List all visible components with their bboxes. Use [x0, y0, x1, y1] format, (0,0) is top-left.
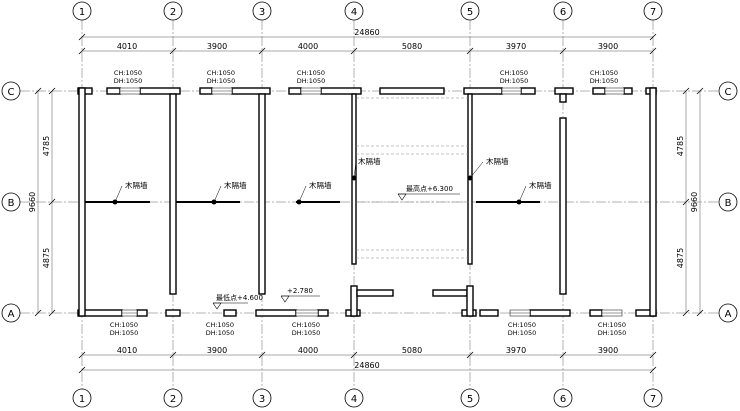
window-ch-tag: CH:1050	[598, 321, 626, 329]
window-dh-tag: DH:1050	[590, 77, 619, 85]
dimension-lines	[34, 33, 704, 374]
window-dh-tag: DH:1050	[206, 329, 235, 337]
grid-bubble-label: 1	[79, 7, 85, 18]
partition-note: 木隔墙	[309, 180, 332, 190]
window-dh-tag: DH:1050	[114, 77, 143, 85]
grid-bubbles-right: C B A	[718, 81, 738, 323]
grid-bubble-label: A	[8, 309, 15, 320]
grid-bubbles-left: C B A	[1, 81, 21, 323]
elevation-lowest: 最低点+4.600	[216, 293, 263, 302]
right-dim-span: 4785	[676, 136, 685, 156]
grid-bubbles-top: 1 2 3 4 5 6 7	[72, 1, 663, 21]
grid-bubble-label: 6	[560, 7, 566, 18]
grid-bubble-label: 5	[467, 394, 473, 405]
central-hall-beams	[356, 97, 468, 259]
bottom-dim-total: 24860	[354, 361, 379, 370]
top-dim-total: 24860	[354, 28, 379, 37]
grid-bubble-label: 6	[560, 394, 566, 405]
right-dim-total: 9660	[690, 192, 699, 212]
window-dh-tag: DH:1050	[598, 329, 627, 337]
grid-bubble-label: 7	[650, 394, 656, 405]
grid-bubble-label: B	[725, 198, 732, 209]
grid-bubble-label: C	[725, 87, 732, 98]
window-ch-tag: CH:1050	[114, 69, 142, 77]
window-ch-tag: CH:1050	[500, 69, 528, 77]
grid-bubble-label: 3	[259, 394, 265, 405]
bottom-dim-span: 4000	[298, 346, 318, 355]
grid-bubble-label: 1	[79, 394, 85, 405]
bottom-dim-span: 3970	[506, 346, 526, 355]
partition-note: 木隔墙	[529, 180, 552, 190]
grid-bubble-label: 3	[259, 7, 265, 18]
top-dimension-texts: 24860 4010 3900 4000 5080 3970 3900	[117, 28, 618, 51]
partition-note: 木隔墙	[125, 180, 148, 190]
window-dh-tag: DH:1050	[508, 329, 537, 337]
window-dh-tag: DH:1050	[110, 329, 139, 337]
partition-note: 木隔墙	[358, 156, 381, 166]
grid-bubble-label: C	[8, 87, 15, 98]
grid-bubbles-bottom: 1 2 3 4 5 6 7	[72, 388, 663, 408]
window-ch-tag: CH:1050	[110, 321, 138, 329]
bottom-dim-span: 3900	[598, 346, 618, 355]
window-tags-bottom: CH:1050 DH:1050 CH:1050 DH:1050 CH:1050 …	[110, 321, 627, 337]
window-ch-tag: CH:1050	[297, 69, 325, 77]
top-dim-span: 5080	[402, 42, 422, 51]
window-dh-tag: DH:1050	[297, 77, 326, 85]
top-dim-span: 4010	[117, 42, 137, 51]
window-dh-tag: DH:1050	[292, 329, 321, 337]
elevation-highest: 最高点+6.300	[406, 184, 453, 193]
window-dh-tag: DH:1050	[500, 77, 529, 85]
grid-bubble-label: B	[8, 198, 15, 209]
window-dh-tag: DH:1050	[207, 77, 236, 85]
windows	[119, 87, 625, 317]
right-dim-span: 4875	[676, 248, 685, 268]
elevation-floor: +2.780	[287, 287, 313, 295]
bottom-dim-span: 3900	[207, 346, 227, 355]
grid-bubble-label: 2	[170, 394, 176, 405]
top-dim-span: 3900	[207, 42, 227, 51]
bottom-dim-span: 5080	[402, 346, 422, 355]
bottom-dim-span: 4010	[117, 346, 137, 355]
grid-bubble-label: 4	[351, 394, 357, 405]
partition-note: 木隔墙	[224, 180, 247, 190]
elevation-marks: 最高点+6.300 最低点+4.600 +2.780	[212, 184, 460, 310]
window-ch-tag: CH:1050	[206, 321, 234, 329]
left-dim-total: 9660	[28, 192, 37, 212]
grid-bubble-label: 4	[351, 7, 357, 18]
grid-bubble-label: 5	[467, 7, 473, 18]
grid-bubble-label: 2	[170, 7, 176, 18]
top-dim-span: 3900	[598, 42, 618, 51]
top-dim-span: 3970	[506, 42, 526, 51]
window-tags-top: CH:1050 DH:1050 CH:1050 DH:1050 CH:1050 …	[114, 69, 619, 85]
bottom-dimension-texts: 4010 3900 4000 5080 3970 3900 24860	[117, 346, 618, 370]
left-dim-span: 4785	[42, 136, 51, 156]
window-ch-tag: CH:1050	[207, 69, 235, 77]
grid-bubble-label: 7	[650, 7, 656, 18]
side-dimension-texts: 9660 4785 4875 9660 4785 4875	[28, 136, 699, 268]
window-ch-tag: CH:1050	[508, 321, 536, 329]
wooden-partitions	[85, 175, 540, 205]
window-ch-tag: CH:1050	[292, 321, 320, 329]
window-ch-tag: CH:1050	[590, 69, 618, 77]
partition-notes: 木隔墙 木隔墙 木隔墙 木隔墙 木隔墙 木隔墙	[114, 156, 552, 203]
left-dim-span: 4875	[42, 248, 51, 268]
grid-bubble-label: A	[725, 309, 732, 320]
partition-note: 木隔墙	[486, 156, 509, 166]
top-dim-span: 4000	[298, 42, 318, 51]
